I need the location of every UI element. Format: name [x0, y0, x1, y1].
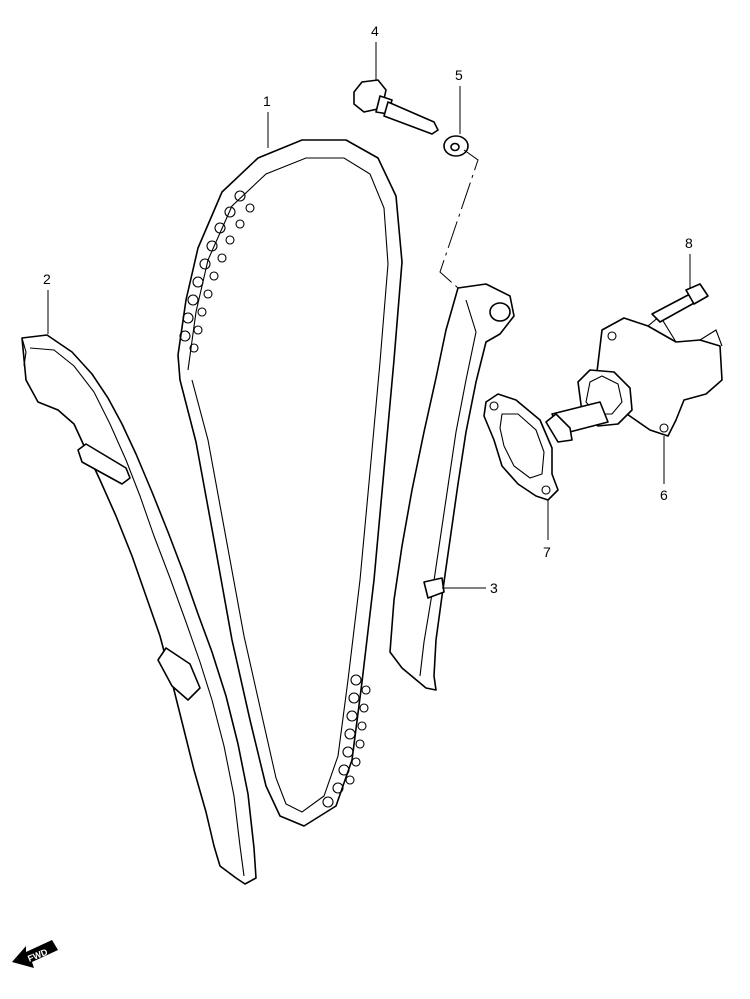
- callout-4: 4: [371, 23, 379, 39]
- tensioner-gasket[interactable]: [483, 393, 559, 501]
- chain-links-lower: [322, 674, 371, 808]
- callout-2: 2: [43, 271, 51, 287]
- assembly-line: [439, 149, 479, 289]
- callout-8: 8: [685, 235, 693, 251]
- callout-7: 7: [543, 544, 551, 560]
- callout-1: 1: [263, 93, 271, 109]
- fwd-label: FWD: [26, 947, 49, 964]
- washer[interactable]: [443, 135, 469, 157]
- cam-chain[interactable]: [177, 139, 403, 827]
- adjuster-bolt[interactable]: [651, 283, 709, 323]
- chain-tensioner-guide[interactable]: [21, 334, 257, 885]
- guide-bolt[interactable]: [353, 79, 439, 135]
- fwd-direction-arrow: FWD: [12, 940, 58, 968]
- callout-3: 3: [490, 580, 498, 596]
- callout-5: 5: [455, 67, 463, 83]
- callout-6: 6: [660, 487, 668, 503]
- leader-lines: [47, 42, 691, 589]
- tensioner-adjuster[interactable]: [545, 315, 723, 443]
- chain-links-upper: [179, 190, 255, 353]
- chain-guide[interactable]: [389, 283, 515, 691]
